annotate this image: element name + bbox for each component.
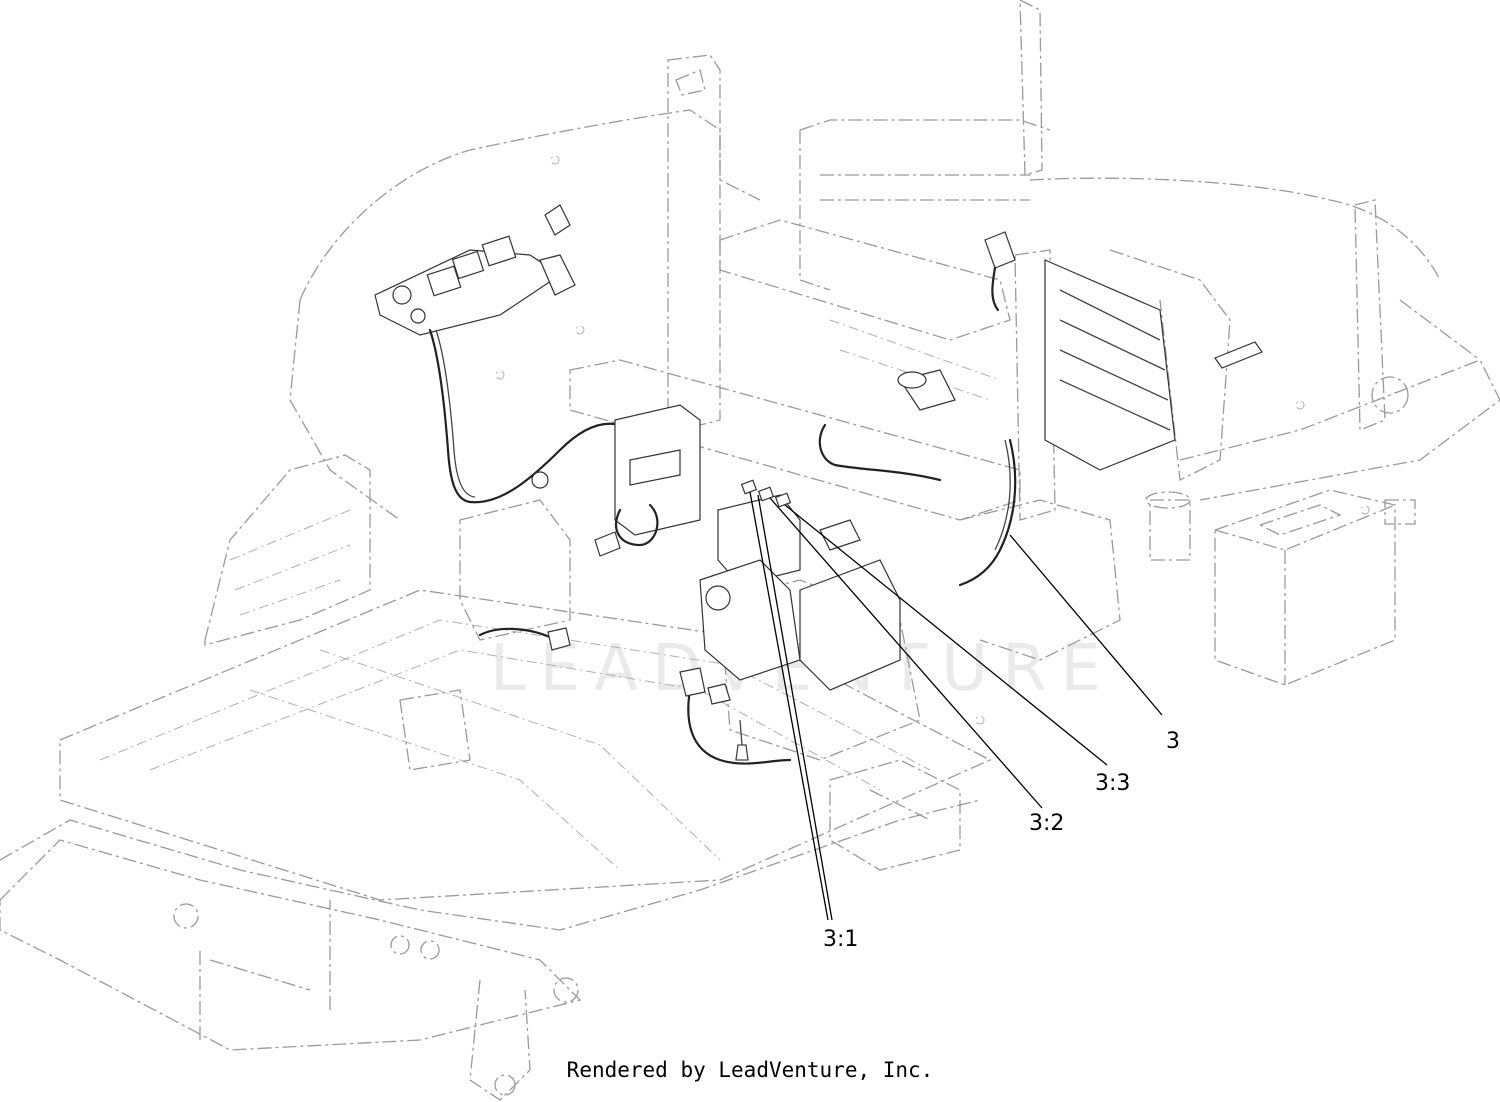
leader-3-2	[769, 497, 1043, 809]
callout-3-3: 3:3	[1095, 771, 1130, 796]
leader-3-1b	[757, 494, 833, 921]
render-credit-text: Rendered by LeadVenture, Inc.	[566, 1058, 934, 1082]
callout-leaders	[749, 491, 1163, 921]
wiring-harness	[374, 204, 1263, 765]
callout-3: 3	[1166, 729, 1180, 754]
leader-3-1	[749, 491, 829, 921]
leader-3-3	[784, 504, 1108, 766]
render-credit: Rendered by LeadVenture, Inc.	[0, 1058, 1500, 1082]
leader-3	[1009, 534, 1163, 716]
callout-3-1: 3:1	[823, 927, 858, 952]
callout-3-2: 3:2	[1029, 811, 1064, 836]
